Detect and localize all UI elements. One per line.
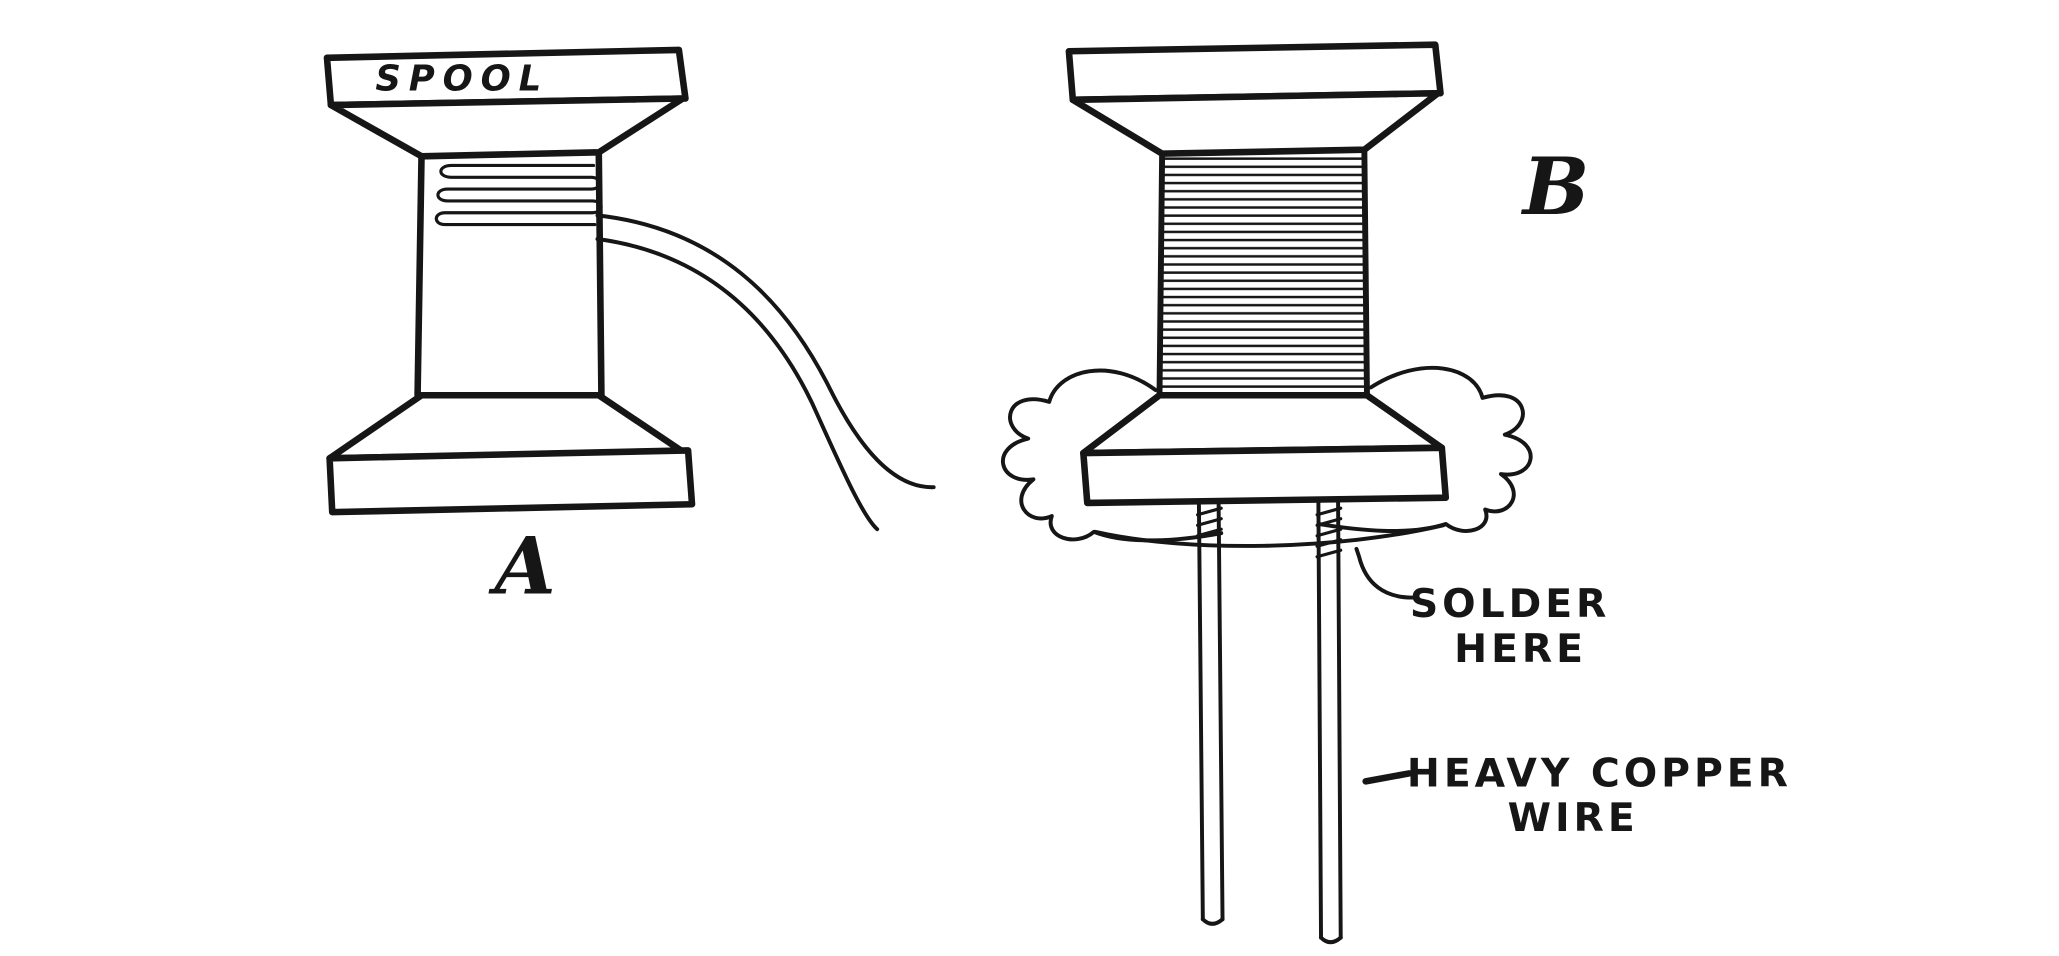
figure-a-label: A xyxy=(488,520,556,613)
spool-b-bottom-flange-taper xyxy=(1080,391,1446,457)
garland-loops-right xyxy=(1316,365,1533,533)
right-leg-right-edge xyxy=(1336,499,1343,940)
figure-b-label: B xyxy=(1521,140,1590,233)
spool-b-bottom-flange-cap xyxy=(1080,444,1450,507)
wire-pointer-dash xyxy=(1362,770,1413,785)
spool-a-wire-lead-upper xyxy=(595,213,936,490)
spool-b-top-flange-taper xyxy=(1069,89,1442,157)
solder-here-label-line2: HERE xyxy=(1454,626,1587,672)
left-copper-wire-leg xyxy=(1196,499,1225,926)
spool-b-wound-barrel xyxy=(1156,146,1370,399)
heavy-copper-wire-label-line1: HEAVY COPPER xyxy=(1407,751,1792,797)
spool-a-top-flange-taper xyxy=(327,95,687,160)
solder-pointer-curve xyxy=(1354,546,1418,600)
left-leg-bottom-cap xyxy=(1200,917,1225,926)
spool-a-bottom-flange-cap xyxy=(326,447,696,516)
right-copper-wire-leg xyxy=(1315,499,1343,945)
garland-front-strand xyxy=(1093,523,1446,548)
right-leg-bottom-cap xyxy=(1319,935,1343,945)
spool-a-figure: SPOOL A xyxy=(323,46,936,613)
spool-text-label: SPOOL xyxy=(375,59,549,100)
right-leg-solder-wraps xyxy=(1315,506,1343,559)
right-leg-left-edge xyxy=(1316,499,1323,940)
heavy-copper-wire-label-line2: WIRE xyxy=(1508,795,1639,841)
spool-a-barrel-left-edge xyxy=(414,152,425,399)
spool-a-wire-lead-lower xyxy=(595,237,880,532)
left-leg-left-edge xyxy=(1196,499,1205,922)
left-leg-right-edge xyxy=(1216,499,1225,922)
solder-here-label-line1: SOLDER xyxy=(1410,581,1610,627)
spool-b-figure: B SOLDER HERE HEAVY COPPER WIRE xyxy=(1000,41,1792,945)
spool-a-wire-turns xyxy=(434,163,603,227)
spool-a-barrel-right-edge xyxy=(595,149,605,399)
